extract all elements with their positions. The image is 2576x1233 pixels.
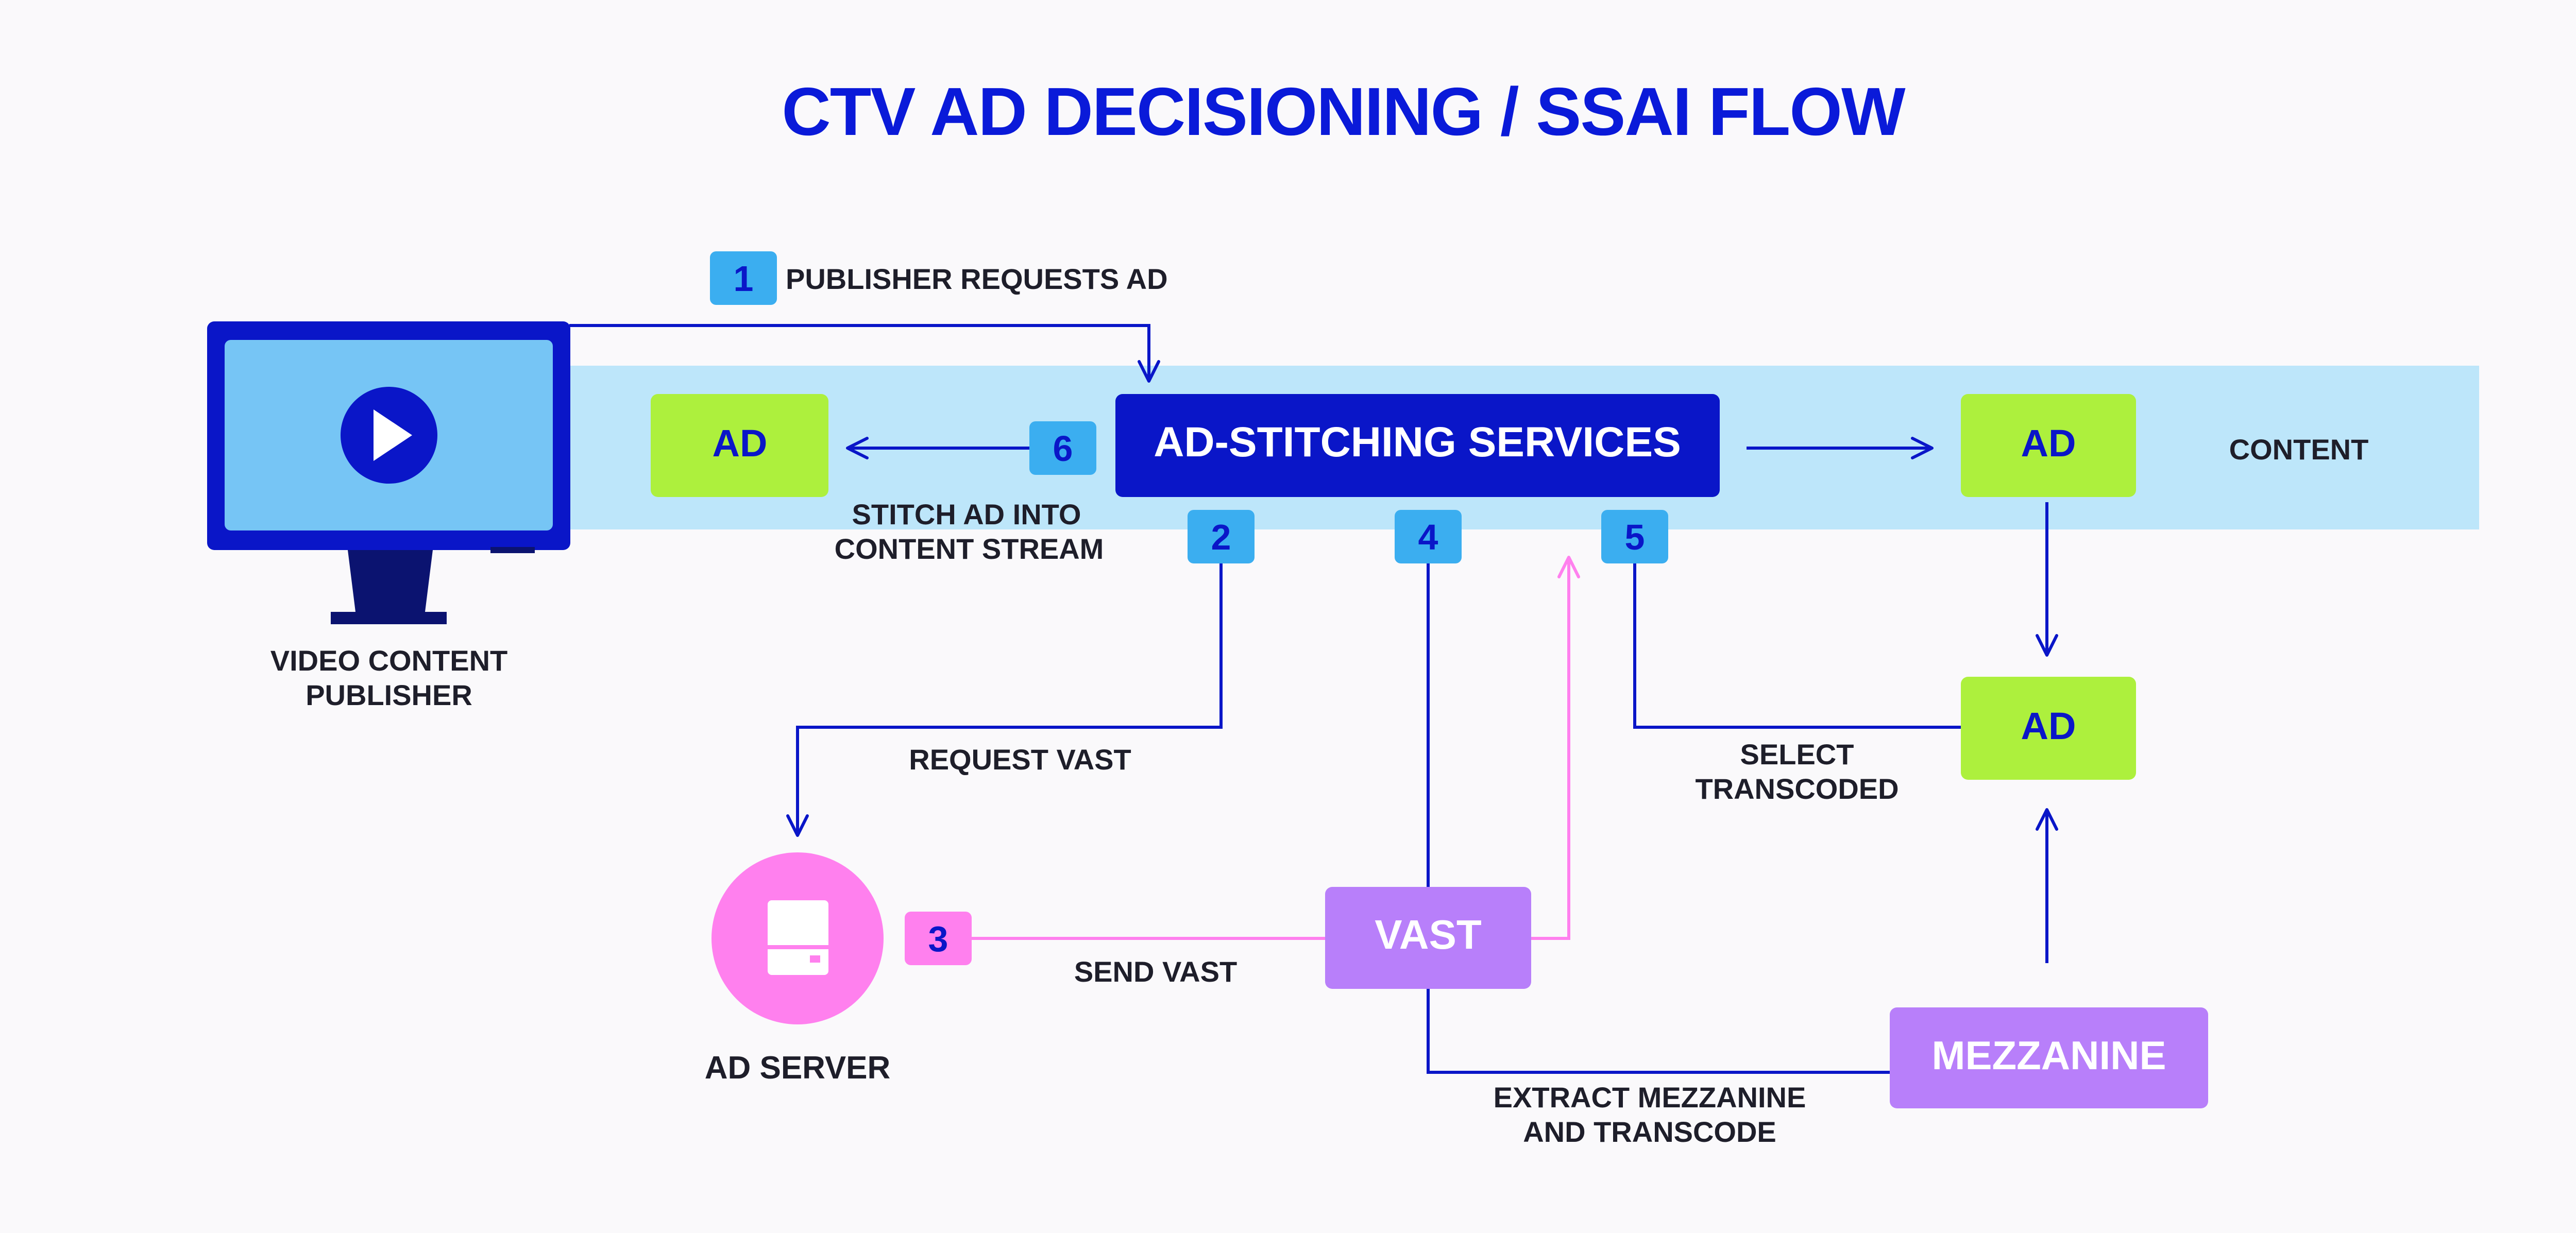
- ad-box-left-label: AD: [713, 422, 768, 465]
- server-icon: [768, 900, 828, 975]
- publisher-label-line1: VIDEO CONTENT: [270, 644, 507, 677]
- step-2-label: REQUEST VAST: [909, 743, 1131, 776]
- connector-extract-mezzanine: [1427, 562, 1890, 1074]
- step-badge-6-number: 6: [1053, 429, 1073, 469]
- step-1-label: PUBLISHER REQUESTS AD: [786, 263, 1168, 295]
- vast-box: VAST: [1325, 887, 1531, 989]
- step-badge-5-number: 5: [1625, 517, 1645, 557]
- mezzanine-label: MEZZANINE: [1932, 1033, 2166, 1078]
- step-5-label-line1: SELECT: [1740, 738, 1854, 770]
- ad-stitching-services: AD-STITCHING SERVICES: [1115, 394, 1720, 497]
- step-4-label-line1: EXTRACT MEZZANINE: [1494, 1081, 1806, 1114]
- ad-stitching-services-label: AD-STITCHING SERVICES: [1154, 419, 1681, 466]
- mezzanine-box: MEZZANINE: [1890, 1007, 2208, 1108]
- step-badge-4: 4: [1395, 510, 1462, 563]
- step-badge-6: 6: [1029, 421, 1096, 475]
- page-title: CTV AD DECISIONING / SSAI FLOW: [782, 74, 1906, 149]
- ad-box-right-middle-label: AD: [2021, 705, 2076, 747]
- connector-vast-to-stitching: [1531, 556, 1580, 940]
- step-badge-3-number: 3: [928, 919, 948, 959]
- step-badge-2-number: 2: [1211, 517, 1231, 557]
- step-badge-1-number: 1: [734, 259, 754, 299]
- ad-box-left: AD: [651, 394, 828, 497]
- step-4-label-line2: AND TRANSCODE: [1523, 1116, 1776, 1148]
- ad-box-right-top: AD: [1961, 394, 2136, 497]
- step-5-label-line2: TRANSCODED: [1695, 773, 1899, 805]
- step-badge-4-number: 4: [1418, 517, 1438, 557]
- step-6-label-line1: STITCH AD INTO: [852, 498, 1081, 530]
- step-badge-1: 1: [710, 251, 777, 305]
- ad-box-right-middle: AD: [1961, 677, 2136, 780]
- content-label: CONTENT: [2229, 433, 2369, 466]
- ad-server: AD SERVER: [705, 852, 891, 1086]
- step-badge-5: 5: [1601, 510, 1668, 563]
- monitor-play-icon: [207, 321, 570, 624]
- step-6-label-line2: CONTENT STREAM: [835, 533, 1104, 565]
- video-content-publisher: VIDEO CONTENT PUBLISHER: [207, 321, 570, 711]
- step-badge-2: 2: [1188, 510, 1255, 563]
- step-3-label: SEND VAST: [1074, 955, 1237, 988]
- ad-server-label: AD SERVER: [705, 1050, 891, 1086]
- publisher-label-line2: PUBLISHER: [306, 679, 472, 711]
- ad-box-right-top-label: AD: [2021, 422, 2076, 465]
- connector-select-transcoded: [1633, 562, 1961, 729]
- connector-request-vast: [786, 562, 1223, 837]
- step-badge-3: 3: [905, 912, 972, 965]
- vast-label: VAST: [1375, 912, 1482, 957]
- connector-publisher-requests-ad: [569, 324, 1160, 383]
